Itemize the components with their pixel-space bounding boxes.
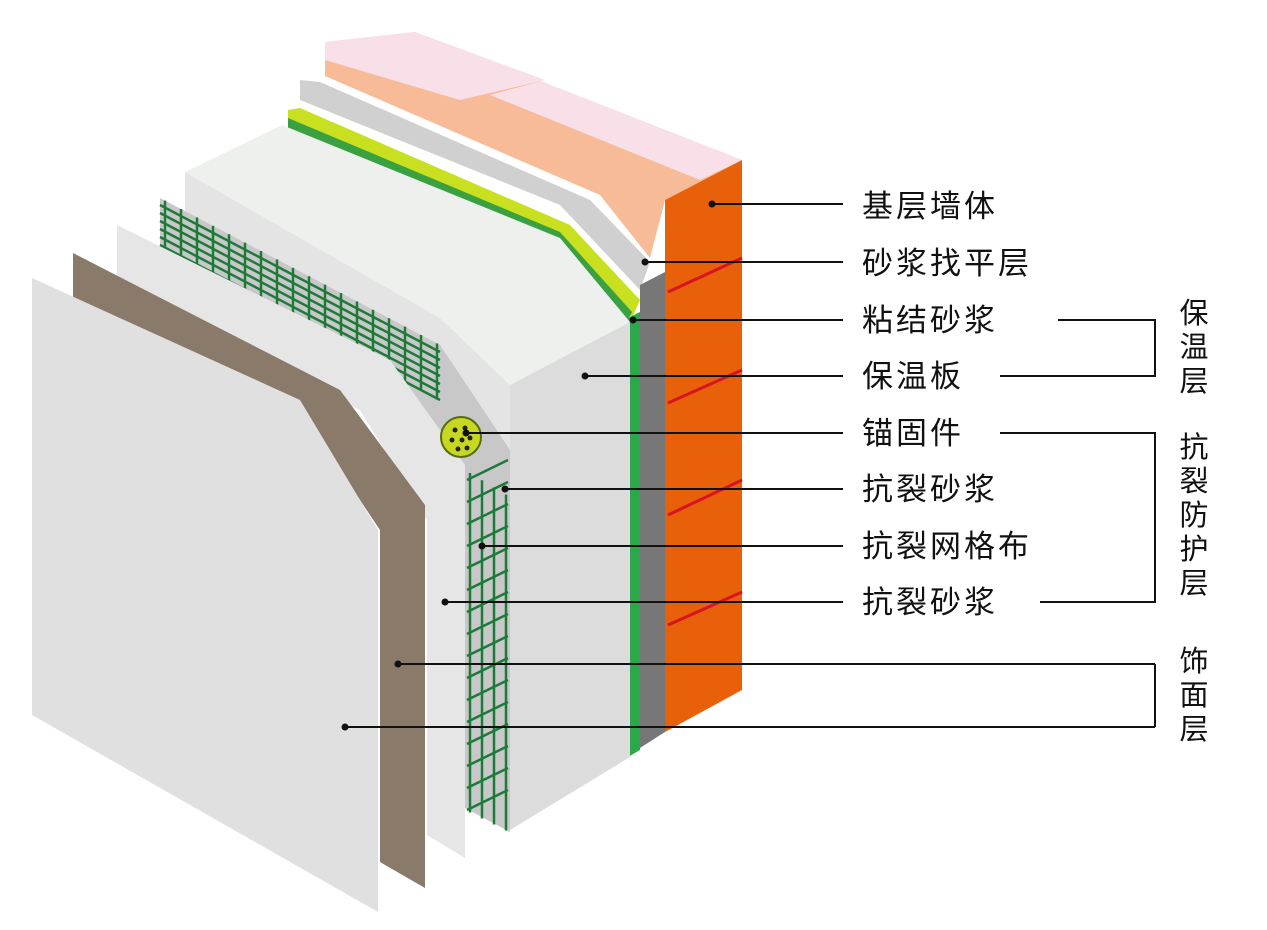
group-insulation-layer: 保温层 [1179,296,1209,398]
mesh-line [466,502,509,526]
group-finish-layer: 饰面层 [1179,644,1209,746]
leader-dots [341,200,716,731]
base-wall-top-pink [415,32,742,180]
mesh-line [466,612,509,636]
mesh-line [159,227,441,378]
mesh-line [466,458,509,482]
mesh-line [159,235,441,386]
group-anti-crack-layer: 抗裂防护层 [1179,430,1209,600]
label-anti-crack-mortar-1: 抗裂砂浆 [862,472,998,508]
label-insulation-board: 保温板 [862,359,964,395]
mesh-line [466,766,509,790]
anti-crack-mortar-layer [117,225,465,858]
adhesive-mortar-edge [288,118,632,320]
label-anti-crack-mesh: 抗裂网格布 [862,529,1032,565]
mesh-line [466,678,509,702]
finish-layer-front [32,278,378,912]
base-wall-front [665,160,742,732]
mesh-line [466,788,509,812]
mesh-line [466,546,509,570]
label-base-wall: 基层墙体 [862,189,998,225]
insulation-board-front [510,322,630,830]
mesh-line [466,568,509,592]
leveling-mortar-front [640,272,665,748]
leveling-mortar-top [300,80,650,290]
anchor-dots [449,425,473,452]
mesh-line [466,656,509,680]
label-anti-crack-mortar-2: 抗裂砂浆 [862,585,998,621]
anchor-icon [440,416,482,458]
mesh-grid [159,200,509,831]
label-anchor: 锚固件 [862,416,964,452]
mesh-line [466,744,509,768]
mesh-line [466,480,509,504]
adhesive-mortar-front [628,312,640,757]
finish-layer-brown [73,253,425,888]
mesh-line [466,634,509,658]
insulation-board-top [185,125,630,385]
base-wall-top-pink2 [325,32,545,100]
mesh-line [466,700,509,724]
mesh-line [159,203,441,354]
label-adhesive-mortar: 粘结砂浆 [862,303,998,339]
mesh-line [159,211,441,362]
leader-lines [345,203,1156,728]
mesh-layer [160,198,510,832]
mesh-line [466,524,509,548]
mesh-line [159,219,441,370]
label-leveling-mortar: 砂浆找平层 [862,246,1032,282]
